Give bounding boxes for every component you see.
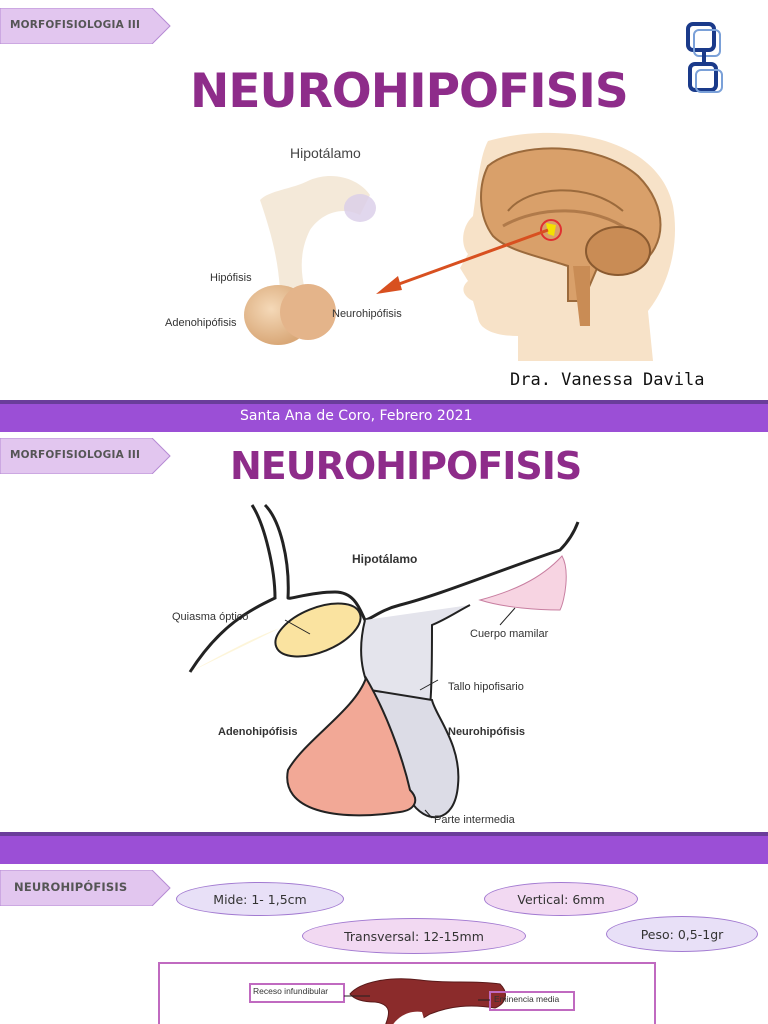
pituitary-diagram — [188, 503, 580, 819]
section-tag-label: MORFOFISIOLOGIA III — [10, 449, 141, 461]
label-neurohipofisis: Neurohipófisis — [332, 308, 402, 320]
pill-transversal: Transversal: 12-15mm — [302, 918, 526, 954]
tag-arrow-shape — [0, 8, 171, 44]
infundibulum-diagram — [249, 978, 575, 1024]
label-hipofisis: Hipófisis — [210, 272, 252, 284]
label-parte-intermedia: Parte intermedia — [434, 814, 515, 826]
diagram-frame: Receso infundibular Eminencia media — [158, 962, 656, 1024]
pointer-arrow-icon — [376, 228, 549, 294]
label-hipotalamo: Hipotálamo — [352, 552, 418, 566]
footer-text: Santa Ana de Coro, Febrero 2021 — [240, 408, 473, 424]
section-tag-label: MORFOFISIOLOGIA III — [10, 19, 141, 31]
section-tag-label: NEUROHIPÓFISIS — [14, 880, 128, 894]
slide-header-bar — [0, 836, 768, 864]
page-title: NEUROHIPOFISIS — [190, 64, 629, 119]
label-receso-infundibular: Receso infundibular — [253, 986, 329, 996]
label-quiasma-optico: Quiasma óptico — [172, 611, 249, 623]
slide-divider — [0, 400, 768, 404]
head-brain-illustration — [460, 132, 676, 361]
logo-icon — [684, 20, 726, 96]
pill-peso: Peso: 0,5-1gr — [606, 916, 758, 952]
slide-divider — [0, 832, 768, 836]
pill-vertical: Vertical: 6mm — [484, 882, 638, 916]
label-neurohipofisis: Neurohipófisis — [448, 726, 526, 738]
tag-arrow-shape — [0, 870, 171, 906]
slide-footer-bar: Santa Ana de Coro, Febrero 2021 — [0, 404, 768, 432]
tag-arrow-shape — [0, 438, 171, 474]
page-title: NEUROHIPOFISIS — [230, 444, 582, 488]
label-adenohipofisis: Adenohipófisis — [218, 726, 298, 738]
section-tag: MORFOFISIOLOGIA III — [0, 438, 171, 474]
slide-2: MORFOFISIOLOGIA III NEUROHIPOFISIS Hipot… — [0, 432, 768, 832]
slide-3: NEUROHIPÓFISIS Mide: 1- 1,5cm Vertical: … — [0, 864, 768, 1024]
label-tallo-hipofisario: Tallo hipofisario — [448, 681, 524, 693]
label-adenohipofisis: Adenohipófisis — [165, 317, 237, 329]
pituitary-illustration — [244, 175, 376, 345]
section-tag: MORFOFISIOLOGIA III — [0, 8, 171, 44]
label-eminencia-media: Eminencia media — [494, 994, 560, 1004]
slide-1: MORFOFISIOLOGIA III NEUROHIPOFISIS Hipot… — [0, 0, 768, 400]
section-tag: NEUROHIPÓFISIS — [0, 870, 171, 906]
pill-mide: Mide: 1- 1,5cm — [176, 882, 344, 916]
author-name: Dra. Vanessa Davila — [510, 370, 705, 390]
label-cuerpo-mamilar: Cuerpo mamilar — [470, 628, 549, 640]
label-hipotalamo: Hipotálamo — [290, 145, 361, 161]
